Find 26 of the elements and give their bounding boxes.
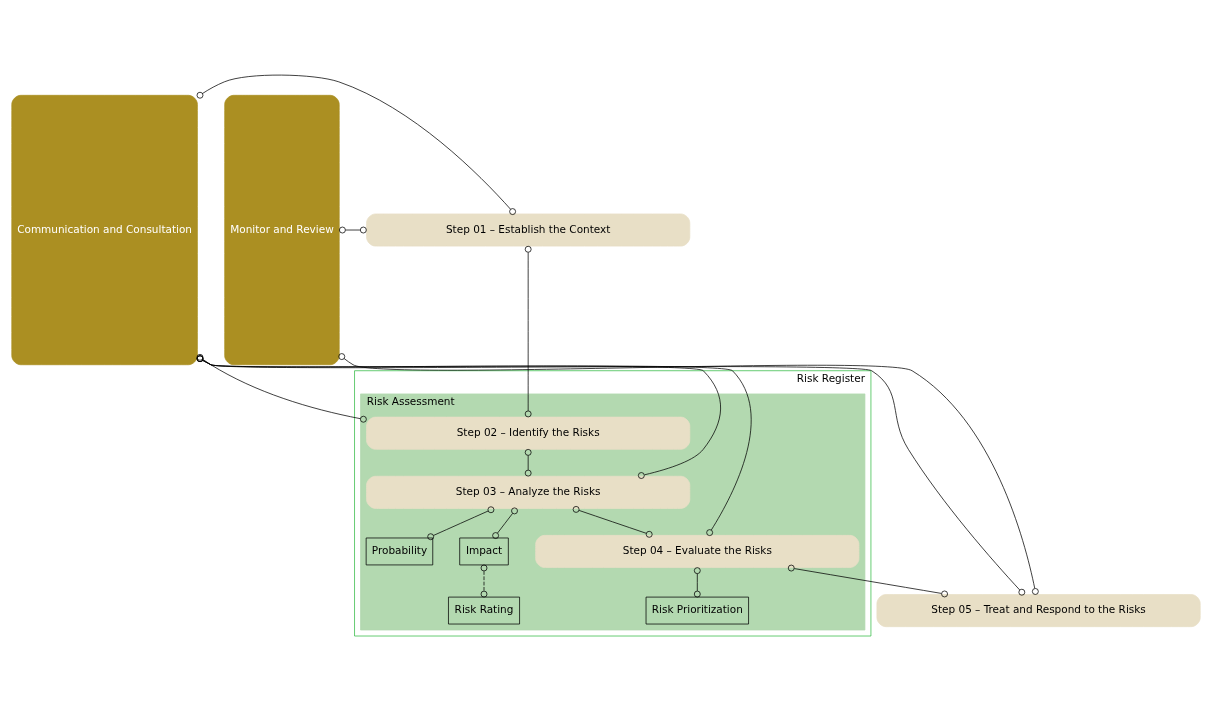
connector xyxy=(524,449,532,477)
node-box: Step 04 – Evaluate the Risks xyxy=(535,535,860,568)
connector xyxy=(427,506,495,541)
connector xyxy=(196,355,752,536)
node-box: Probability xyxy=(365,537,434,566)
connector xyxy=(524,245,532,418)
node-box: Step 05 – Treat and Respond to the Risks xyxy=(876,594,1201,628)
node-box: Step 03 – Analyze the Risks xyxy=(366,475,691,509)
connector xyxy=(572,506,653,538)
connector xyxy=(492,507,518,539)
node-box: Risk Rating xyxy=(448,596,520,625)
node-box: Monitor and Review xyxy=(224,94,340,366)
connector xyxy=(787,564,948,598)
connector xyxy=(196,355,721,479)
connector xyxy=(339,226,367,234)
connector xyxy=(480,564,488,598)
node-box: Step 02 – Identify the Risks xyxy=(366,416,691,450)
node-box: Impact xyxy=(459,537,509,566)
connector xyxy=(693,567,701,598)
node-box: Risk Prioritization xyxy=(645,596,749,625)
connector xyxy=(196,355,1026,596)
connector xyxy=(196,74,516,215)
node-box: Step 01 – Establish the Context xyxy=(366,213,691,247)
node-box: Communication and Consultation xyxy=(11,94,198,366)
connector xyxy=(196,353,367,423)
connector xyxy=(338,353,1039,595)
